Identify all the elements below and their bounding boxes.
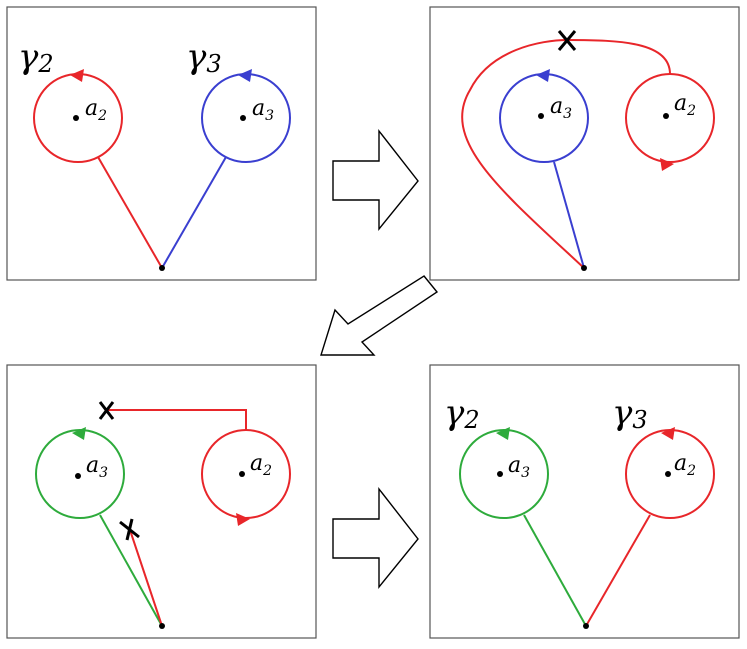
gamma-label-left: γ2	[18, 37, 54, 78]
orientation-arrow-right	[660, 158, 674, 171]
gamma-label-left: γ2	[444, 393, 480, 434]
puncture-point-left	[538, 113, 544, 119]
point-label-right: a2	[250, 451, 272, 479]
orientation-arrow-right	[238, 69, 252, 82]
panel-4: γ2 γ3 a3 a2	[429, 364, 740, 639]
base-point	[581, 265, 587, 271]
path-tail-left	[97, 156, 163, 269]
hollow-arrow-icon	[332, 486, 419, 589]
orientation-arrow-right	[236, 513, 250, 526]
path-red-around	[461, 38, 671, 269]
hollow-arrow-icon	[332, 128, 419, 231]
cross-mark-icon	[557, 30, 577, 51]
point-label-left: a3	[550, 94, 572, 122]
loop-circle-right	[201, 429, 291, 519]
puncture-point-right	[240, 115, 246, 121]
point-label-left: a3	[86, 453, 108, 481]
base-point	[583, 623, 589, 629]
path-tail-right	[161, 156, 227, 269]
path-tail-blue	[553, 161, 585, 269]
gamma-label-right: γ3	[186, 37, 222, 78]
path-tail-red	[129, 529, 163, 627]
loop-circle-left	[459, 429, 549, 519]
puncture-point-right	[665, 471, 671, 477]
panel-3: a3 a2	[6, 364, 317, 639]
panel-3-frame	[6, 364, 317, 639]
path-tail-green	[99, 514, 163, 627]
hollow-arrow-icon	[320, 275, 439, 356]
point-label-left: a2	[85, 96, 107, 124]
path-tail-red	[585, 514, 651, 627]
orientation-arrow-right	[661, 427, 675, 440]
orientation-arrow-left	[496, 427, 510, 440]
point-label-right: a2	[674, 451, 696, 479]
orientation-arrow-left	[70, 69, 84, 82]
loop-circle-left	[499, 73, 589, 163]
orientation-arrow-left	[536, 69, 550, 82]
loop-circle-right	[625, 73, 715, 163]
path-tail-green	[523, 514, 587, 627]
orientation-arrow-left	[72, 427, 86, 440]
puncture-point-left	[73, 115, 79, 121]
point-label-left: a3	[508, 453, 530, 481]
panel-2: a3 a2	[429, 6, 740, 281]
point-label-right: a2	[674, 91, 696, 119]
puncture-point-left	[497, 471, 503, 477]
base-point	[159, 265, 165, 271]
base-point	[159, 623, 165, 629]
gamma-label-right: γ3	[612, 393, 648, 434]
point-label-right: a3	[252, 96, 274, 124]
cross-mark-icon	[98, 401, 115, 420]
puncture-point-left	[75, 473, 81, 479]
path-red-top	[108, 409, 247, 430]
panel-1: γ2 γ3 a2 a3	[6, 6, 317, 281]
puncture-point-right	[663, 113, 669, 119]
panel-4-frame	[429, 364, 740, 639]
panel-1-frame	[6, 6, 317, 281]
panel-2-frame	[429, 6, 740, 281]
cross-mark-icon	[119, 518, 140, 541]
puncture-point-right	[239, 471, 245, 477]
